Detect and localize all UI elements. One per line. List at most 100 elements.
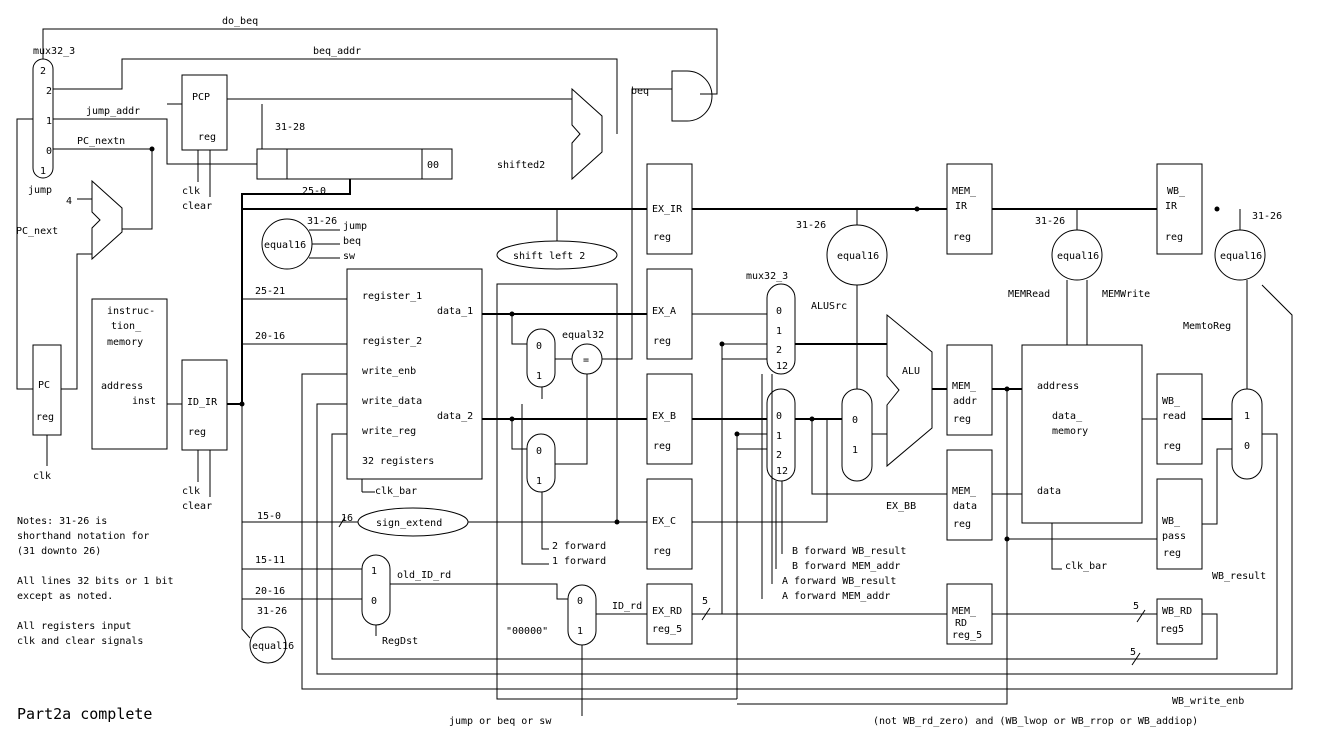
mem-data-l1: MEM_ <box>952 486 977 497</box>
alu <box>886 313 933 468</box>
cmux1-in-0: 0 <box>536 341 542 352</box>
b-forward-mem: B forward MEM_addr <box>792 561 900 572</box>
fwd-mux-a <box>766 283 796 375</box>
beq-addr-label: beq_addr <box>313 46 361 57</box>
bits-20-16: 20-16 <box>255 331 285 342</box>
wb-read-l2: read <box>1162 411 1186 422</box>
wb-rd-five-a: 5 <box>1133 601 1139 612</box>
compare-mux-1 <box>526 328 556 388</box>
wb-pass-l1: WB_ <box>1162 516 1181 527</box>
dmem-line-1: data_ <box>1052 411 1083 422</box>
fwdB-in-2: 2 <box>776 450 782 461</box>
wb-ir-l2: IR <box>1165 201 1178 212</box>
ex-c-register <box>646 478 693 570</box>
note-line-5: except as noted. <box>17 591 113 602</box>
note-line-7: clk and clear signals <box>17 636 143 647</box>
mem-data-register <box>946 449 993 541</box>
wb-equal16-text: equal16 <box>1220 251 1262 262</box>
dmem-address: address <box>1037 381 1079 392</box>
fwdA-in-1: 1 <box>776 326 782 337</box>
beq-and-gate <box>671 70 713 122</box>
idrd-mux-in-1: 1 <box>577 626 583 637</box>
bits-15-11: 15-11 <box>255 555 285 566</box>
memtoreg-in-0: 0 <box>1244 441 1250 452</box>
a-forward-wb: A forward WB_result <box>782 576 896 587</box>
concat-zeros: 00 <box>427 160 439 171</box>
wb-pass-l3: reg <box>1163 548 1181 559</box>
mem-rd-l1: MEM_ <box>952 606 977 617</box>
rf-32-registers: 32 registers <box>362 456 434 467</box>
pc-mux-in-2b: 2 <box>46 86 52 97</box>
ex-ir-sub: reg <box>653 232 671 243</box>
wb-rd-name: WB_RD <box>1162 606 1192 617</box>
cmux1-in-1: 1 <box>536 371 542 382</box>
wb-read-l3: reg <box>1163 441 1181 452</box>
pcp-register <box>181 74 228 151</box>
idrd-mux-in-0: 0 <box>577 596 583 607</box>
adder-four: 4 <box>66 196 72 207</box>
equal32-symbol: = <box>583 355 589 366</box>
imem-address-port: address <box>101 381 143 392</box>
branch-adder <box>571 87 603 181</box>
junction-dots <box>149 146 1220 542</box>
mem-bits-31-26: 31-26 <box>1035 216 1065 227</box>
imem-line-1: instruc- <box>107 306 155 317</box>
decode-bits-31-26: 31-26 <box>307 216 337 227</box>
pc-nextn-label: PC_nextn <box>77 136 125 147</box>
pc-mux-sel-1: 1 <box>40 166 46 177</box>
fwd-mux-label: mux32_3 <box>746 271 788 282</box>
rf-data-1: data_1 <box>437 306 473 317</box>
wb-result-label: WB_result <box>1212 571 1266 582</box>
bits-25-21: 25-21 <box>255 286 285 297</box>
regdst-label: RegDst <box>382 636 418 647</box>
mem-rd-l3: reg_5 <box>952 630 982 641</box>
pc-sub: reg <box>36 412 54 423</box>
rf-clk-bar: clk_bar <box>375 486 417 497</box>
shifted2-label: shifted2 <box>497 160 545 171</box>
decode-equal16-text: equal16 <box>264 240 306 251</box>
id-ir-clear: clear <box>182 501 212 512</box>
fwdB-sel-12: 12 <box>776 466 788 477</box>
bits-15-0: 15-0 <box>257 511 281 522</box>
mem-addr-l2: addr <box>953 396 977 407</box>
jump-or-beq-or-sw: jump or beq or sw <box>449 716 552 727</box>
wires <box>16 28 1293 716</box>
bits-20-16b: 20-16 <box>255 586 285 597</box>
mem-ir-l2: IR <box>955 201 968 212</box>
jump-label: jump <box>28 185 52 196</box>
bits-25-0: 25-0 <box>302 186 326 197</box>
decode-sw: sw <box>343 251 356 262</box>
sign-extend-text: sign_extend <box>376 518 442 529</box>
ex-c-sub: reg <box>653 546 671 557</box>
zeros5: "00000" <box>506 626 548 637</box>
ex-rd-five: 5 <box>702 596 708 607</box>
beq-gate-label: beq <box>631 86 649 97</box>
bits-31-28: 31-28 <box>275 122 305 133</box>
memread-label: MEMRead <box>1008 289 1050 300</box>
mem-addr-l1: MEM_ <box>952 381 977 392</box>
pc-name: PC <box>38 380 50 391</box>
ex-ir-name: EX_IR <box>652 204 683 215</box>
mem-equal16-text: equal16 <box>1057 251 1099 262</box>
wb-ir-l3: reg <box>1165 232 1183 243</box>
pc-mux-in-2a: 2 <box>40 66 46 77</box>
ex-rd-sub: reg_5 <box>652 624 682 635</box>
note-line-6: All registers input <box>17 621 131 632</box>
old-id-rd: old_ID_rd <box>397 570 451 581</box>
rf-write-reg: write_reg <box>362 426 416 437</box>
equal32-label: equal32 <box>562 330 604 341</box>
ex-c-name: EX_C <box>652 516 676 527</box>
wb-rd-five-b: 5 <box>1130 647 1136 658</box>
memtoreg-label: MemtoReg <box>1183 321 1231 332</box>
mem-data-l2: data <box>953 501 977 512</box>
pcp-clk: clk <box>182 186 200 197</box>
pc-mux-label: mux32_3 <box>33 46 75 57</box>
pcp-clear: clear <box>182 201 212 212</box>
memtoreg-mux <box>1231 388 1263 480</box>
id-ir-sub: reg <box>188 427 206 438</box>
note-line-1: Notes: 31-26 is <box>17 516 107 527</box>
dmem-data: data <box>1037 486 1061 497</box>
alusrc-in-0: 0 <box>852 415 858 426</box>
wb-rd-register <box>1156 598 1203 645</box>
